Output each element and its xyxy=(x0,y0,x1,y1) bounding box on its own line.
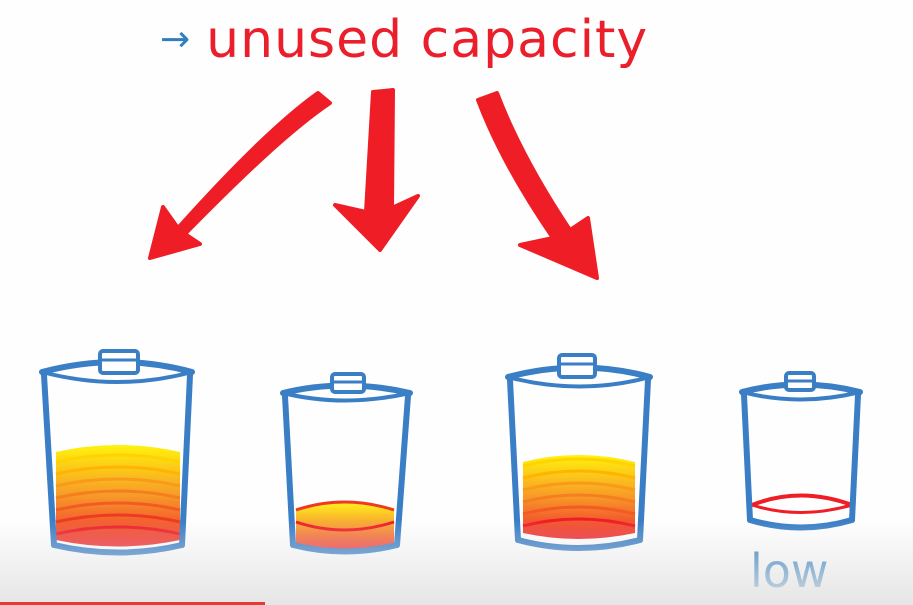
arrow-left-icon xyxy=(148,91,332,260)
video-progress-bar xyxy=(0,602,265,605)
battery-small-left xyxy=(280,372,413,555)
battery-large-left xyxy=(39,349,195,556)
title-unused-capacity: unused capacity xyxy=(206,10,649,70)
header: → unused capacity xyxy=(160,5,648,75)
label-low: low xyxy=(750,544,829,598)
arrow-middle-icon xyxy=(333,88,420,252)
battery-small-right xyxy=(739,371,863,531)
right-arrow-icon: → xyxy=(160,19,191,60)
battery-large-right xyxy=(505,353,653,551)
arrow-right-icon xyxy=(476,91,599,280)
battery-fill xyxy=(55,445,181,547)
